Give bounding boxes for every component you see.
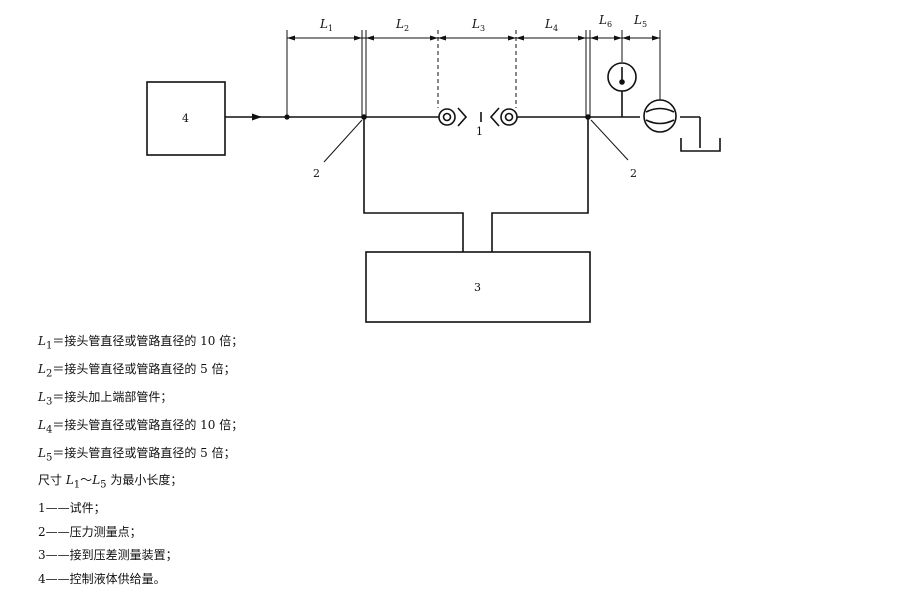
pressure-point-dot-left	[361, 114, 367, 120]
pressure-gauge-icon	[607, 62, 637, 92]
dim-label-l3: L3	[471, 17, 485, 33]
flow-test-circuit-diagram: L1 L2 L3 L4 L6 L5 4 3 1 2 2	[146, 13, 721, 323]
leader-line-left	[323, 119, 363, 163]
legend-item-l2: L2＝接头管直径或管路直径的 5 倍；	[38, 361, 236, 380]
differential-measuring-box	[365, 251, 591, 323]
flow-arrow	[252, 113, 262, 121]
pressure-point-dot-right	[585, 114, 591, 120]
box-4-label: 4	[182, 112, 189, 125]
legend-item-l5: L5＝接头管直径或管路直径的 5 倍；	[38, 445, 236, 463]
pressure-point-callout-right: 2	[630, 167, 637, 180]
dim-label-l1: L1	[319, 17, 333, 33]
flowmeter-icon	[643, 99, 677, 133]
dim-label-l2: L2	[395, 17, 409, 33]
dim-label-l6: L6	[598, 13, 612, 29]
dim-label-l5: L5	[633, 13, 647, 29]
leader-line-right	[590, 119, 629, 161]
legend-item-differential: 3——接到压差测量装置；	[38, 548, 178, 563]
legend-item-l3: L3＝接头加上端部管件；	[38, 389, 173, 408]
legend-item-supply: 4——控制液体供给量。	[38, 571, 166, 586]
pressure-line-left	[363, 117, 464, 252]
dim-label-l4: L4	[544, 17, 558, 33]
legend-item-l4: L4＝接头管直径或管路直径的 10 倍；	[38, 417, 244, 436]
legend-item-pressure-point: 2——压力测量点；	[38, 524, 142, 539]
drain-tank	[680, 138, 721, 152]
legend-item-specimen: 1——试件；	[38, 501, 106, 516]
legend-item-l1: L1＝接头管直径或管路直径的 10 倍；	[38, 334, 244, 352]
box-3-label: 3	[474, 281, 481, 294]
pressure-point-callout-left: 2	[313, 167, 320, 180]
specimen-callout: 1	[476, 125, 483, 138]
coupling-specimen-symbol	[438, 107, 518, 127]
supply-control-box	[146, 81, 226, 156]
figure-legend: L1＝接头管直径或管路直径的 10 倍； L2＝接头管直径或管路直径的 5 倍；…	[38, 330, 243, 591]
legend-item-min-length: 尺寸 L1～L5 为最小长度；	[38, 473, 183, 491]
pressure-line-right	[491, 117, 589, 252]
